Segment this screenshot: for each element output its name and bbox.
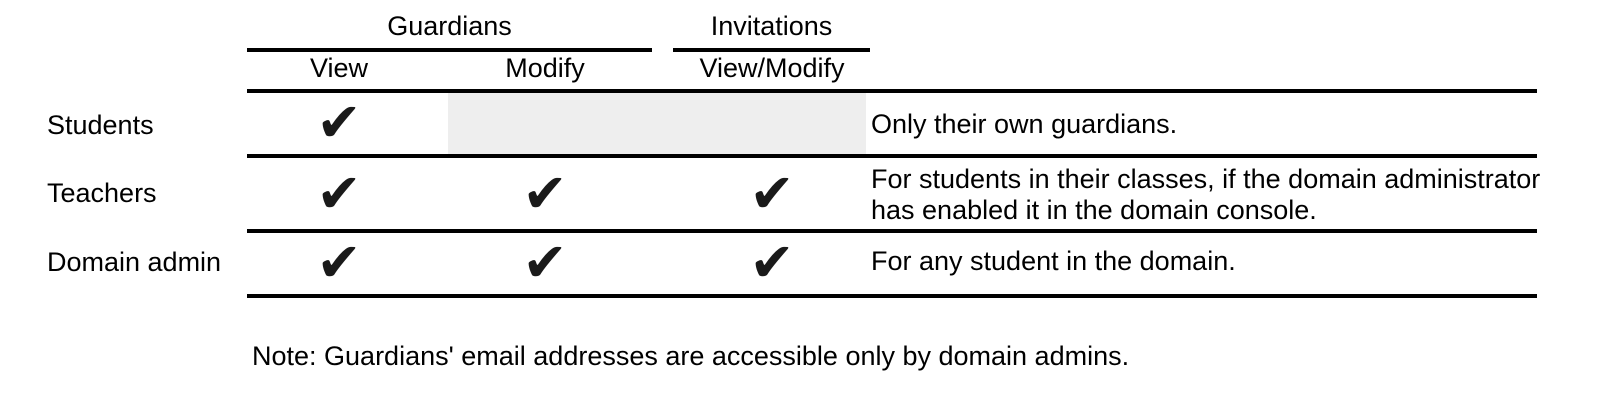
note-line: has enabled it in the domain console.: [871, 195, 1317, 225]
column-group-guardians: Guardians: [387, 11, 512, 41]
row-note-domain-admin: For any student in the domain.: [871, 246, 1236, 277]
students-no-permission-cells: [448, 93, 866, 154]
note-line: Only their own guardians.: [871, 109, 1178, 139]
row-label-domain-admin: Domain admin: [47, 247, 222, 277]
row-divider-2: [247, 229, 1537, 233]
column-header-view: View: [309, 53, 369, 83]
row-divider-1: [247, 154, 1537, 158]
note-line: For any student in the domain.: [871, 246, 1236, 276]
row-note-teachers: For students in their classes, if the do…: [871, 164, 1540, 226]
footnote: Note: Guardians' email addresses are acc…: [252, 341, 1130, 371]
column-header-modify: Modify: [505, 53, 585, 83]
row-label-teachers: Teachers: [47, 178, 157, 208]
checkmark-icon: ✔: [316, 162, 362, 225]
checkmark-icon: ✔: [316, 231, 362, 294]
note-line: For students in their classes, if the do…: [871, 164, 1541, 194]
checkmark-icon: ✔: [749, 162, 795, 225]
header-divider: [247, 89, 1537, 93]
checkmark-icon: ✔: [749, 231, 795, 294]
column-group-invitations: Invitations: [710, 11, 833, 41]
checkmark-icon: ✔: [316, 91, 362, 154]
invitations-underline: [673, 48, 870, 52]
table-bottom-rule: [247, 294, 1537, 298]
checkmark-icon: ✔: [522, 162, 568, 225]
row-note-students: Only their own guardians.: [871, 109, 1177, 140]
row-label-students: Students: [47, 110, 154, 140]
column-header-view-modify: View/Modify: [699, 53, 845, 83]
guardians-underline: [247, 48, 652, 52]
checkmark-icon: ✔: [522, 231, 568, 294]
